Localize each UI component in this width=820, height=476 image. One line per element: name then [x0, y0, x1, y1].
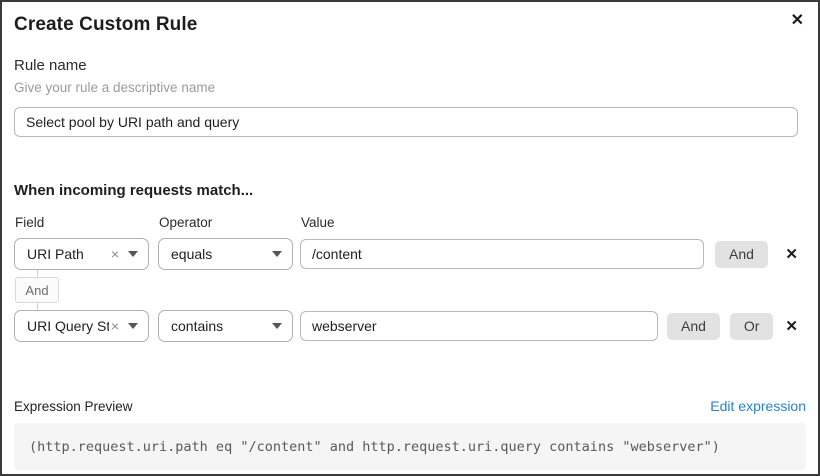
column-labels: Field Operator Value	[14, 215, 806, 230]
field-select[interactable]: URI Query St... ×	[14, 310, 149, 342]
value-input[interactable]	[300, 311, 658, 341]
field-select[interactable]: URI Path ×	[14, 238, 149, 270]
rule-name-input[interactable]	[14, 107, 798, 137]
operator-select[interactable]: contains	[158, 310, 293, 342]
column-label-field: Field	[15, 215, 45, 230]
operator-select-value: equals	[171, 246, 213, 262]
field-select-value: URI Query St...	[27, 318, 109, 334]
clear-icon[interactable]: ×	[110, 246, 119, 262]
delete-icon: ✕	[785, 245, 798, 263]
expression-preview-header: Expression Preview Edit expression	[14, 398, 806, 414]
edit-expression-link[interactable]: Edit expression	[710, 398, 806, 414]
column-label-operator: Operator	[159, 215, 213, 230]
chevron-down-icon[interactable]	[272, 323, 282, 329]
delete-row-button[interactable]: ✕	[783, 247, 800, 262]
rule-name-label: Rule name	[14, 57, 87, 74]
condition-connector: And	[14, 270, 60, 310]
connector-and-badge: And	[15, 277, 59, 303]
add-and-condition-button[interactable]: And	[667, 312, 720, 340]
delete-icon: ✕	[785, 317, 798, 335]
delete-row-button[interactable]: ✕	[783, 319, 800, 334]
expression-preview-label: Expression Preview	[14, 399, 133, 414]
close-button[interactable]: ✕	[791, 13, 804, 29]
condition-row: URI Query St... × contains And Or ✕	[14, 310, 806, 342]
column-label-value: Value	[301, 215, 335, 230]
chevron-down-icon[interactable]	[128, 251, 138, 257]
add-or-condition-button[interactable]: Or	[729, 312, 774, 340]
rule-name-helper: Give your rule a descriptive name	[14, 80, 216, 95]
dialog-header: Create Custom Rule ✕	[14, 13, 806, 36]
clear-icon[interactable]: ×	[110, 318, 119, 334]
close-icon: ✕	[790, 12, 804, 29]
match-heading: When incoming requests match...	[14, 182, 254, 199]
value-input[interactable]	[300, 239, 704, 269]
field-select-value: URI Path	[27, 246, 84, 262]
chevron-down-icon[interactable]	[272, 251, 282, 257]
chevron-down-icon[interactable]	[128, 323, 138, 329]
operator-select-value: contains	[171, 318, 224, 334]
expression-code: (http.request.uri.path eq "/content" and…	[14, 423, 806, 470]
add-and-condition-button[interactable]: And	[715, 240, 768, 268]
condition-row: URI Path × equals And ✕	[14, 238, 806, 270]
operator-select[interactable]: equals	[158, 238, 293, 270]
page-title: Create Custom Rule	[14, 14, 198, 35]
